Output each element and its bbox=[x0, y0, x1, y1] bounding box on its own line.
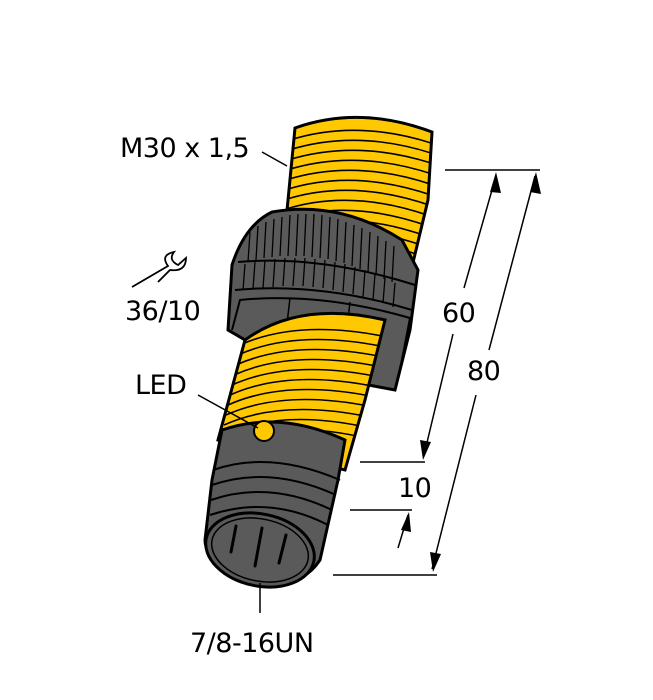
connector-thread-label: 7/8-16UN bbox=[190, 628, 314, 659]
wrench-icon bbox=[131, 250, 187, 288]
leader-lines bbox=[197, 151, 288, 613]
dimension-10-label: 10 bbox=[398, 473, 432, 504]
wrench-size-label: 36/10 bbox=[125, 296, 201, 327]
connector bbox=[203, 420, 347, 589]
dimension-lines bbox=[333, 169, 540, 576]
dimension-60-label: 60 bbox=[442, 298, 476, 329]
dimension-arrows bbox=[401, 172, 541, 572]
dimension-80-label: 80 bbox=[467, 356, 501, 387]
thread-spec-label: M30 x 1,5 bbox=[120, 133, 250, 164]
led-indicator bbox=[253, 420, 275, 442]
led-label: LED bbox=[135, 370, 187, 401]
